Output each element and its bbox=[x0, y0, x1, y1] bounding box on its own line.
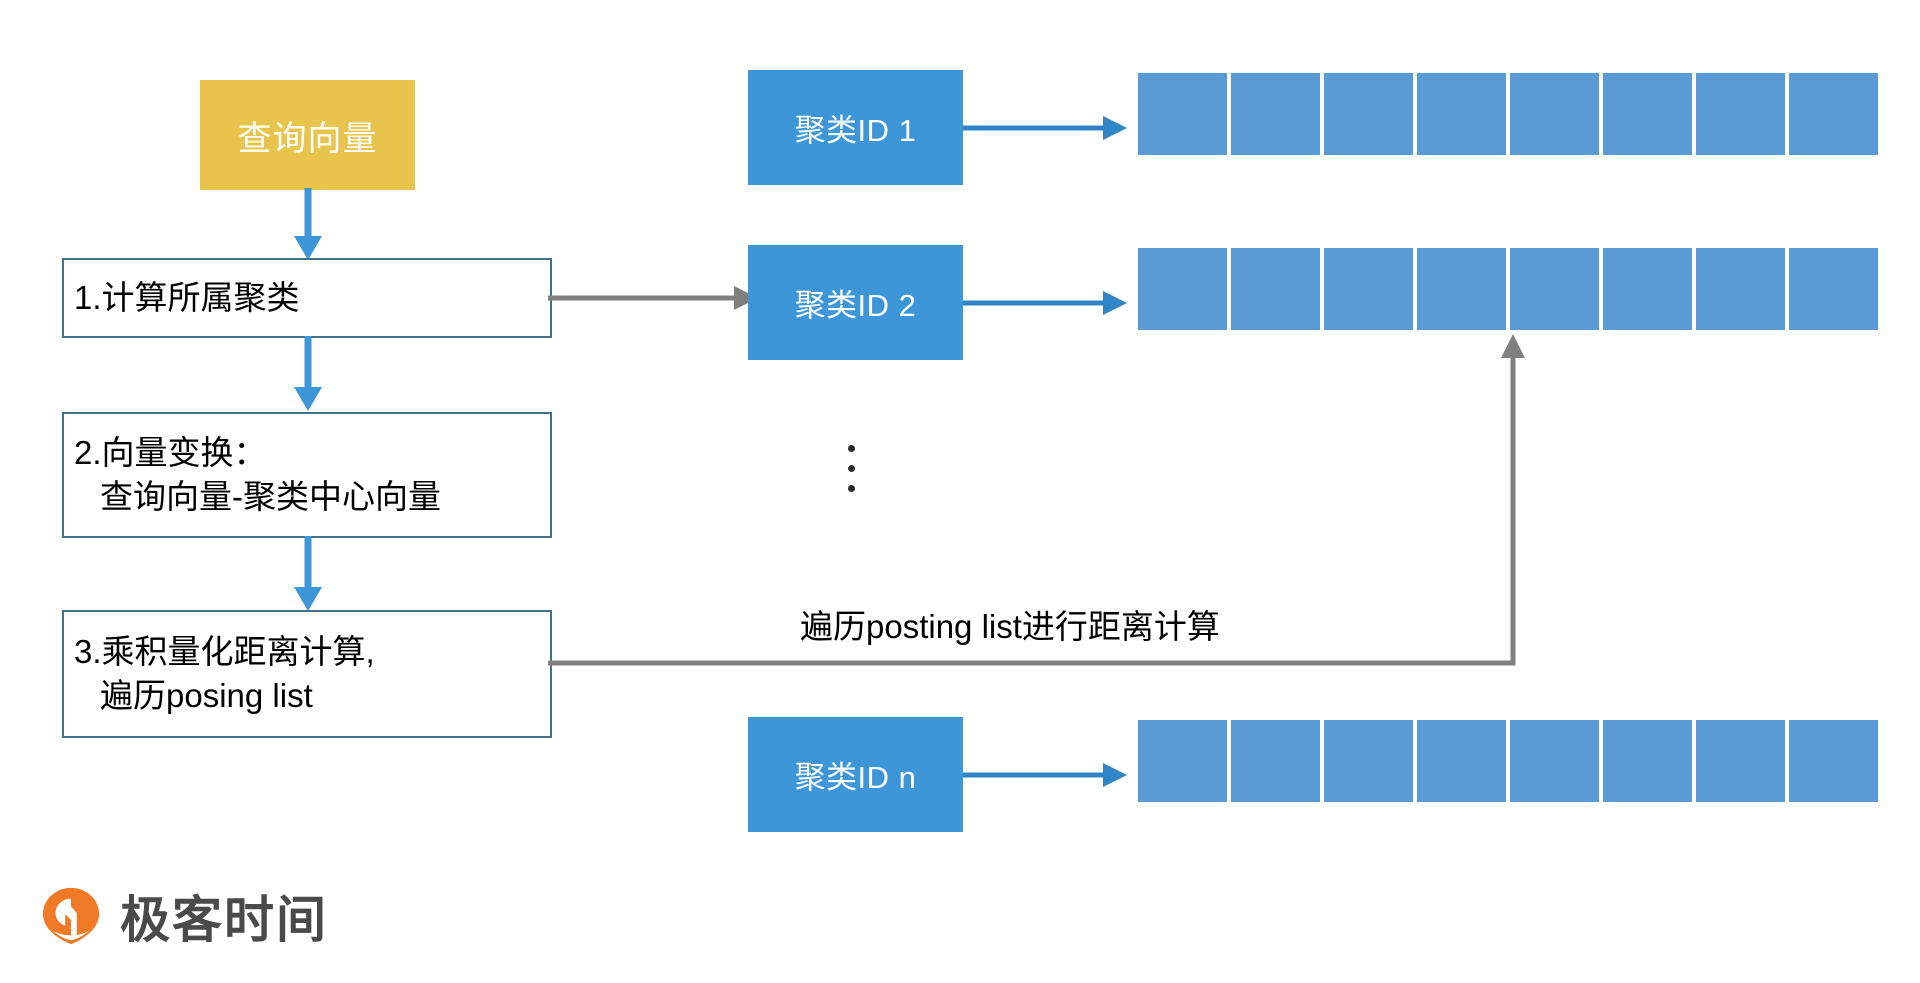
arrow-clustern-to-list bbox=[963, 763, 1127, 787]
posting-cell[interactable] bbox=[1231, 248, 1320, 330]
posting-cell[interactable] bbox=[1789, 248, 1878, 330]
traverse-caption: 遍历posting list进行距离计算 bbox=[800, 608, 1220, 645]
cluster-1-box[interactable]: 聚类ID 1 bbox=[748, 70, 963, 185]
posting-list-1[interactable] bbox=[1138, 73, 1878, 155]
posting-cell[interactable] bbox=[1231, 720, 1320, 802]
posting-cell[interactable] bbox=[1789, 73, 1878, 155]
posting-cell[interactable] bbox=[1231, 73, 1320, 155]
brand-logo: 极客时间 bbox=[40, 880, 328, 952]
step-1-box[interactable]: 1.计算所属聚类 bbox=[62, 258, 552, 338]
arrow-query-to-step1 bbox=[294, 188, 322, 260]
posting-cell[interactable] bbox=[1417, 720, 1506, 802]
cluster-n-label: 聚类ID n bbox=[794, 760, 917, 795]
posting-cell[interactable] bbox=[1417, 248, 1506, 330]
posting-cell[interactable] bbox=[1510, 248, 1599, 330]
posting-cell[interactable] bbox=[1510, 73, 1599, 155]
cluster-2-label: 聚类ID 2 bbox=[794, 288, 917, 323]
step-3-box[interactable]: 3.乘积量化距离计算, 遍历posing list bbox=[62, 610, 552, 738]
step-2-line-2: 查询向量-聚类中心向量 bbox=[100, 478, 441, 515]
arrow-step3-to-postinglist bbox=[548, 334, 1525, 666]
posting-cell[interactable] bbox=[1603, 248, 1692, 330]
step-3-line-2: 遍历posing list bbox=[100, 677, 313, 714]
posting-cell[interactable] bbox=[1603, 73, 1692, 155]
posting-cell[interactable] bbox=[1417, 73, 1506, 155]
query-vector-label: 查询向量 bbox=[237, 119, 378, 158]
posting-cell[interactable] bbox=[1696, 248, 1785, 330]
step-2-box[interactable]: 2.向量变换： 查询向量-聚类中心向量 bbox=[62, 412, 552, 538]
arrow-cluster2-to-list bbox=[963, 291, 1127, 315]
cluster-1-label: 聚类ID 1 bbox=[794, 113, 917, 148]
posting-cell[interactable] bbox=[1138, 720, 1227, 802]
ellipsis-dot bbox=[848, 465, 855, 472]
cluster-n-box[interactable]: 聚类ID n bbox=[748, 717, 963, 832]
arrow-step2-to-step3 bbox=[294, 536, 322, 611]
posting-cell[interactable] bbox=[1603, 720, 1692, 802]
arrow-step1-to-cluster2 bbox=[548, 286, 758, 310]
geektime-logo-icon bbox=[42, 887, 100, 945]
posting-list-2[interactable] bbox=[1138, 248, 1878, 330]
ellipsis-dot bbox=[848, 445, 855, 452]
posting-list-n[interactable] bbox=[1138, 720, 1878, 802]
posting-cell[interactable] bbox=[1138, 73, 1227, 155]
arrow-cluster1-to-list bbox=[963, 116, 1127, 140]
step-1-line-1: 1.计算所属聚类 bbox=[74, 279, 300, 317]
posting-cell[interactable] bbox=[1696, 73, 1785, 155]
ellipsis-dot bbox=[848, 485, 855, 492]
posting-cell[interactable] bbox=[1138, 248, 1227, 330]
posting-cell[interactable] bbox=[1324, 73, 1413, 155]
logo-text: 极客时间 bbox=[120, 891, 328, 949]
step-2-line-1: 2.向量变换： bbox=[74, 434, 267, 472]
vertical-ellipsis-icon bbox=[848, 445, 855, 492]
step-3-line-1: 3.乘积量化距离计算, bbox=[74, 633, 375, 671]
posting-cell[interactable] bbox=[1789, 720, 1878, 802]
query-vector-box[interactable]: 查询向量 bbox=[200, 80, 415, 190]
posting-cell[interactable] bbox=[1696, 720, 1785, 802]
cluster-2-box[interactable]: 聚类ID 2 bbox=[748, 245, 963, 360]
posting-cell[interactable] bbox=[1510, 720, 1599, 802]
posting-cell[interactable] bbox=[1324, 720, 1413, 802]
posting-cell[interactable] bbox=[1324, 248, 1413, 330]
arrow-step1-to-step2 bbox=[294, 336, 322, 411]
